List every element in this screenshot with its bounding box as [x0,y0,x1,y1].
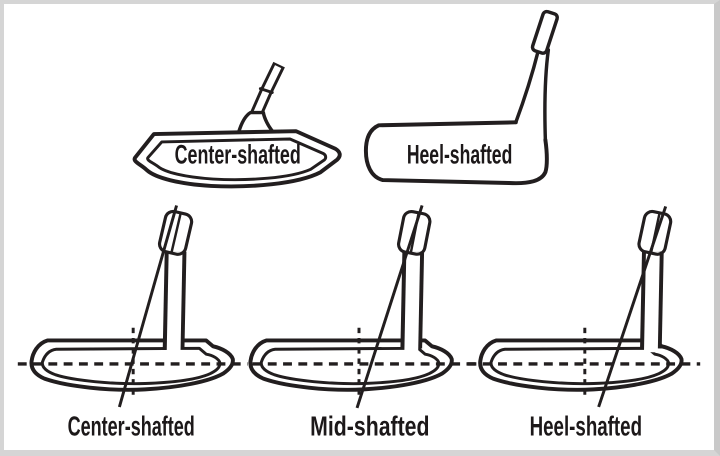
putter-grip [396,209,432,256]
shaft-back-edge [543,48,551,142]
putter-head-outline [132,129,342,189]
putter-diagram: Center-shafted Heel-shafted Center-shaft… [17,9,701,441]
face-view-center-shafted-putter: Center-shafted [17,205,248,441]
shaft-axis-line [355,205,424,409]
shaft-axis-line [117,205,178,408]
putter-head-inner-outline [146,137,328,182]
putter-type-label: Center-shafted [175,140,301,170]
putter-grip [637,209,673,256]
top-view-center-shafted-putter: Center-shafted [132,61,342,189]
face-view-mid-shafted-putter: Mid-shafted [248,205,477,441]
putter-type-label: Mid-shafted [310,410,429,441]
grip-seam-line [650,213,661,253]
putter-grip [157,209,194,256]
putter-head-outline [363,120,549,186]
shaft-joint-line [258,87,274,94]
putter-type-label: Center-shafted [68,410,195,441]
putter-silhouette [364,48,548,184]
grip-seam-line [409,213,420,253]
face-view-heel-shafted-putter: Heel-shafted [467,205,701,441]
putter-type-label: Heel-shafted [407,140,513,170]
grip-seam-line [170,213,182,253]
shaft-butt-section [530,9,560,55]
putter-hosel [236,110,275,134]
shaft-front-edge [514,48,541,125]
side-view-heel-shafted-putter: Heel-shafted [363,9,560,186]
putter-type-label: Heel-shafted [530,410,642,441]
